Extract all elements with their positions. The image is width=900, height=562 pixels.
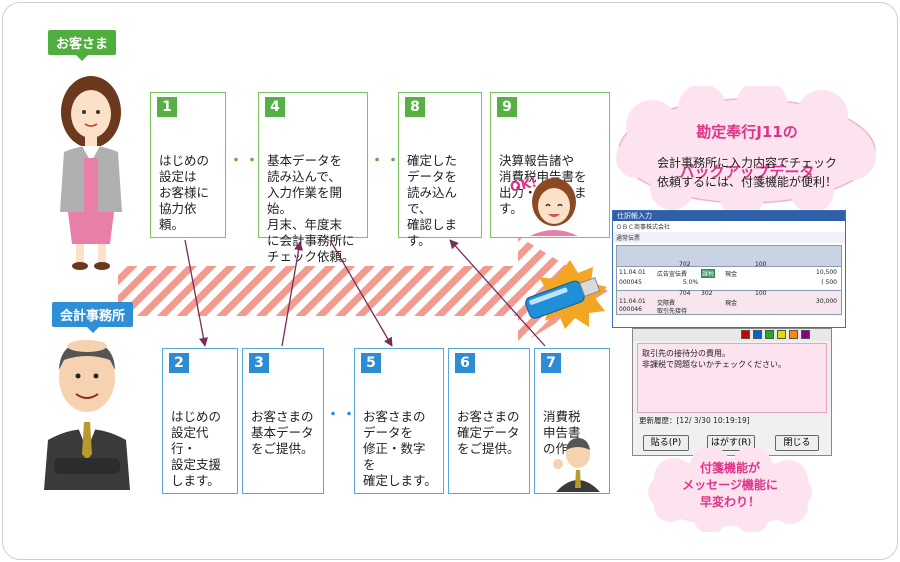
step-box-3: 3 お客さまの 基本データ をご提供。 [242,348,324,494]
note-updated: 更新履歴：[12/ 3/30 10:19:19] [639,416,750,425]
row-credit: 現金 [725,300,738,307]
backup-title-line1: 勘定奉行J11の [696,123,798,141]
row-date: 11.04.01 [619,269,646,276]
backup-cloud-title: 勘定奉行J11の バックアップデータ [612,102,882,202]
color-swatch[interactable] [789,330,798,339]
color-swatch[interactable] [777,330,786,339]
color-swatch[interactable] [741,330,750,339]
backup-cloud-body: 会計事務所に入力内容でチェック 依頼するには、付箋機能が便利！ [656,156,837,189]
step-text: お客さまの データを 修正・数字を 確定します。 [363,409,437,488]
note-color-palette [633,329,831,341]
step-box-2: 2 はじめの 設定代行・ 設定支援 します。 [162,348,238,494]
row-amount: 30,000 [816,298,837,305]
step-box-1: 1 はじめの 設定は お客様に 協力依頼。 [150,92,226,238]
color-swatch[interactable] [765,330,774,339]
step-number: 7 [541,353,561,373]
usb-drive-icon [525,260,607,329]
message-cloud-text: 付箋機能が メッセージ機能に 早変わり！ [682,461,778,509]
row-note: 取引先接待 [657,308,688,315]
message-cloud [648,448,812,532]
small-accountant-icon [553,438,600,492]
customer-person-icon [60,76,122,270]
journal-row-2[interactable]: 704 302 100 11.04.01 000046 交際費 取引先接待 現金… [616,290,842,315]
backup-cloud [616,86,876,216]
customer-label: お客さま [48,30,117,61]
note-memo-text[interactable]: 取引先の接待分の費用。 非課税で問題ないかチェックください。 [637,343,827,413]
close-button[interactable]: 閉じる [775,435,819,451]
journal-table-header [616,245,842,267]
row-account: 交際費 [657,300,676,307]
step-text: お客さまの 確定データ をご提供。 [457,409,520,456]
step-text: はじめの 設定は お客様に 協力依頼。 [159,153,210,232]
row-credit: 現金 [725,271,738,278]
step-text: 消費税 申告書 の作成 [543,409,581,456]
row-amount-tax: ( 500 [821,279,837,286]
row-credit-code: 100 [755,290,767,297]
step-number: 2 [169,353,189,373]
step-number: 3 [249,353,269,373]
row-mid-code: 302 [701,290,713,297]
window-company: ＯＢＣ商事株式会社 [616,224,671,231]
accountant-person-icon [44,340,130,490]
step-text: お客さまの 基本データ をご提供。 [251,409,314,456]
toolbar-label: 通常伝票 [616,235,641,242]
row-debit-code: 704 [679,290,691,297]
step-box-4: 4 基本データを 読み込んで、 入力作業を開始。 月末、年度末 に会計事務所に … [258,92,368,264]
step-number: 8 [405,97,425,117]
row-slip: 000046 [619,306,642,313]
paste-button[interactable]: 貼る(P) [643,435,689,451]
step-number: 6 [455,353,475,373]
window-titlebar: 仕訳帳入力 [613,211,845,221]
step-number: 9 [497,97,517,117]
step-text: 確定した データを 読み込んで、 確認します。 [407,153,458,248]
ok-girl-icon [530,178,578,236]
color-swatch[interactable] [801,330,810,339]
row-slip: 000045 [619,279,642,286]
step-number: 5 [361,353,381,373]
row-rate: 5.0% [683,279,699,286]
accountant-label: 会計事務所 [52,302,134,333]
color-swatch[interactable] [753,330,762,339]
row-debit-code: 702 [679,261,691,268]
journal-entry-window: 仕訳帳入力 ＯＢＣ商事株式会社 通常伝票 11.04.01 000045 702… [612,210,846,328]
step-text: はじめの 設定代行・ 設定支援 します。 [171,409,222,488]
sticky-note-window: 取引先の接待分の費用。 非課税で問題ないかチェックください。 更新履歴：[12/… [632,328,832,456]
row-tax: 課税 [701,269,716,278]
window-title: 仕訳帳入力 [617,212,652,220]
step-box-5: 5 お客さまの データを 修正・数字を 確定します。 [354,348,444,494]
step-box-6: 6 お客さまの 確定データ をご提供。 [448,348,530,494]
step-number: 1 [157,97,177,117]
row-date: 11.04.01 [619,298,646,305]
remove-button[interactable]: はがす(R) [707,435,755,451]
flow-arrow [118,236,608,346]
step-number: 4 [265,97,285,117]
journal-row-1[interactable]: 11.04.01 000045 702 広告宣伝費 課税 5.0% 100 現金… [616,261,842,291]
row-amount: 10,500 [816,269,837,276]
backup-title-line2: バックアップデータ [679,163,815,181]
step-box-7: 7 消費税 申告書 の作成 [534,348,610,494]
window-toolbar: 通常伝票 [613,232,845,243]
row-credit-code: 100 [755,261,767,268]
step-box-8: 8 確定した データを 読み込んで、 確認します。 [398,92,482,248]
row-account: 広告宣伝費 [657,271,688,278]
